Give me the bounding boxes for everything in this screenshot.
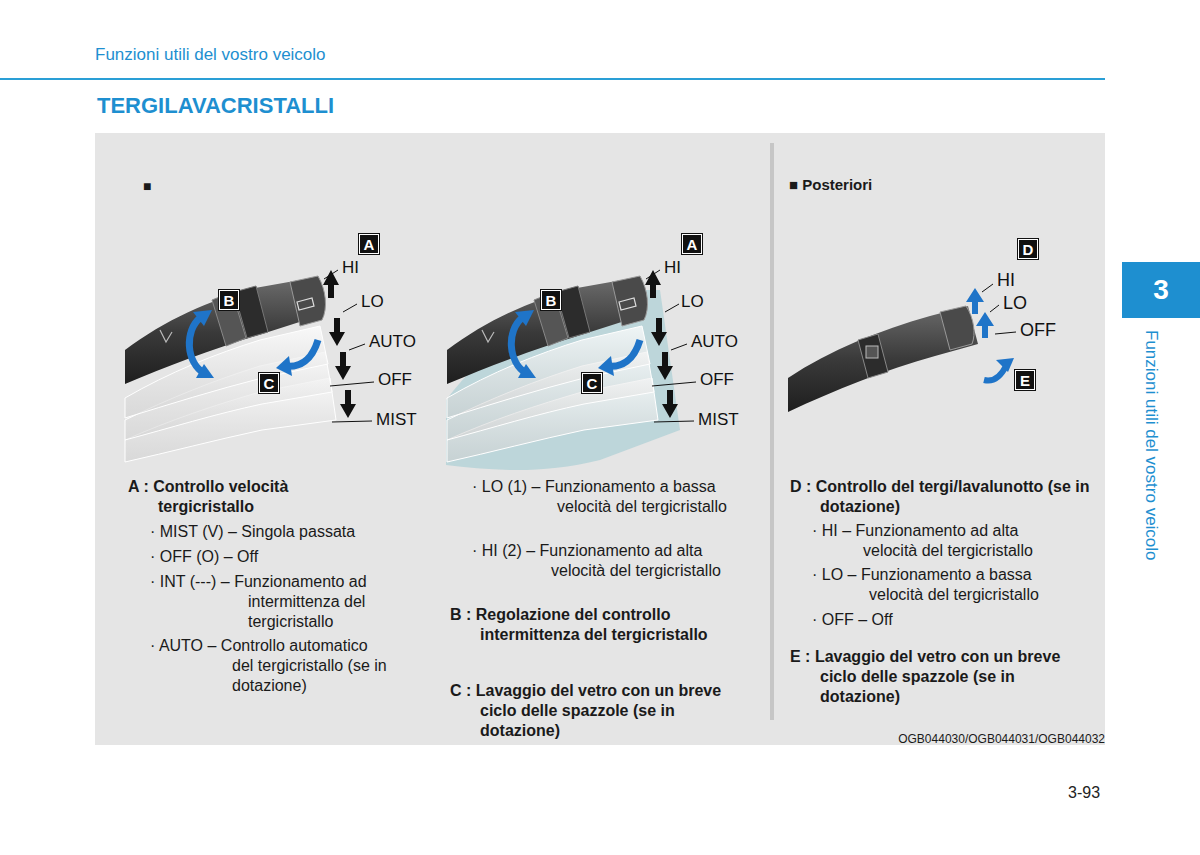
item-heading: A : Controllo velocità tergicristallo xyxy=(128,477,358,517)
node-text: C xyxy=(264,376,275,391)
item-heading: E : Lavaggio del vetro con un breve cicl… xyxy=(790,647,1075,707)
stalk-cap xyxy=(940,306,974,350)
callout-letter: A xyxy=(682,234,702,254)
content-panel xyxy=(95,133,1105,745)
position-label: AUTO xyxy=(369,332,416,352)
callout-letter: D xyxy=(1018,239,1038,259)
arrow-up xyxy=(976,312,994,338)
side-tab-text: Funzioni utili del vostro veicolo xyxy=(1141,330,1161,561)
front-stalk xyxy=(125,270,374,462)
position-label: OFF xyxy=(378,370,412,390)
callout-letter: A xyxy=(359,234,379,254)
position-label: LO xyxy=(1003,293,1027,313)
node-text: C xyxy=(587,376,598,391)
header-rule xyxy=(0,78,1105,80)
push-arrowhead xyxy=(996,358,1014,372)
node-text: A xyxy=(687,237,698,252)
item-text: · OFF (O) – Off xyxy=(150,547,420,567)
section-heading: ■ Posteriori xyxy=(789,175,872,195)
position-label: HI xyxy=(997,270,1015,290)
leader-line xyxy=(982,284,993,292)
stalk-body xyxy=(788,306,978,412)
leader-line xyxy=(990,305,999,312)
item-text: · HI – Funzionamento ad alta velocità de… xyxy=(812,521,1067,561)
item-heading: C : Lavaggio del vetro con un breve cicl… xyxy=(450,681,725,741)
position-label: LO xyxy=(681,292,704,312)
section-marker: ■ xyxy=(143,176,151,196)
item-text: · INT (---) – Funzionamento ad intermitt… xyxy=(150,572,420,632)
item-heading: D : Controllo del tergi/lavalunotto (se … xyxy=(790,477,1095,517)
position-label: MIST xyxy=(376,410,417,430)
image-code: OGB044030/OGB044031/OGB044032 xyxy=(898,729,1105,749)
position-label: MIST xyxy=(698,410,739,430)
position-label: AUTO xyxy=(691,332,738,352)
item-text: · AUTO – Controllo automatico del tergic… xyxy=(150,636,390,696)
rear-switch-knob xyxy=(866,346,878,358)
position-label: HI xyxy=(342,258,359,278)
position-label: OFF xyxy=(1020,320,1056,340)
item-text: · OFF – Off xyxy=(812,610,1067,630)
callout-letter: B xyxy=(541,290,561,310)
callout-letter: E xyxy=(1015,370,1035,390)
arrow-up xyxy=(966,288,984,314)
item-text: · LO (1) – Funzionamento a bassa velocit… xyxy=(472,477,742,517)
callout-letter: C xyxy=(582,373,602,393)
position-label: LO xyxy=(361,292,384,312)
item-text: · HI (2) – Funzionamento ad alta velocit… xyxy=(472,541,742,581)
panel-divider xyxy=(770,143,774,720)
running-header: Funzioni utili del vostro veicolo xyxy=(95,45,326,65)
node-text: D xyxy=(1023,242,1034,257)
push-arrow xyxy=(984,366,1006,380)
rear-switch xyxy=(858,334,888,378)
callout-letter: C xyxy=(259,373,279,393)
node-text: 3 xyxy=(1153,276,1169,304)
node-text: E xyxy=(1020,373,1030,388)
node-text: B xyxy=(546,293,557,308)
front-stalk-alt xyxy=(447,270,696,462)
item-text: · MIST (V) – Singola passata xyxy=(150,522,420,542)
callout-letter: B xyxy=(219,290,239,310)
node-text: A xyxy=(364,237,375,252)
item-heading: B : Regolazione del controllo intermitte… xyxy=(450,605,720,645)
chapter-tab: 3 xyxy=(1122,262,1200,318)
rear-stalk xyxy=(788,284,1016,412)
node-text: B xyxy=(224,293,235,308)
leader-line xyxy=(995,332,1016,334)
item-text: · LO – Funzionamento a bassa velocità de… xyxy=(812,565,1077,605)
page-number: 3-93 xyxy=(1068,783,1100,803)
position-label: OFF xyxy=(700,370,734,390)
page-title: TERGILAVACRISTALLI xyxy=(97,96,334,116)
position-label: HI xyxy=(664,258,681,278)
